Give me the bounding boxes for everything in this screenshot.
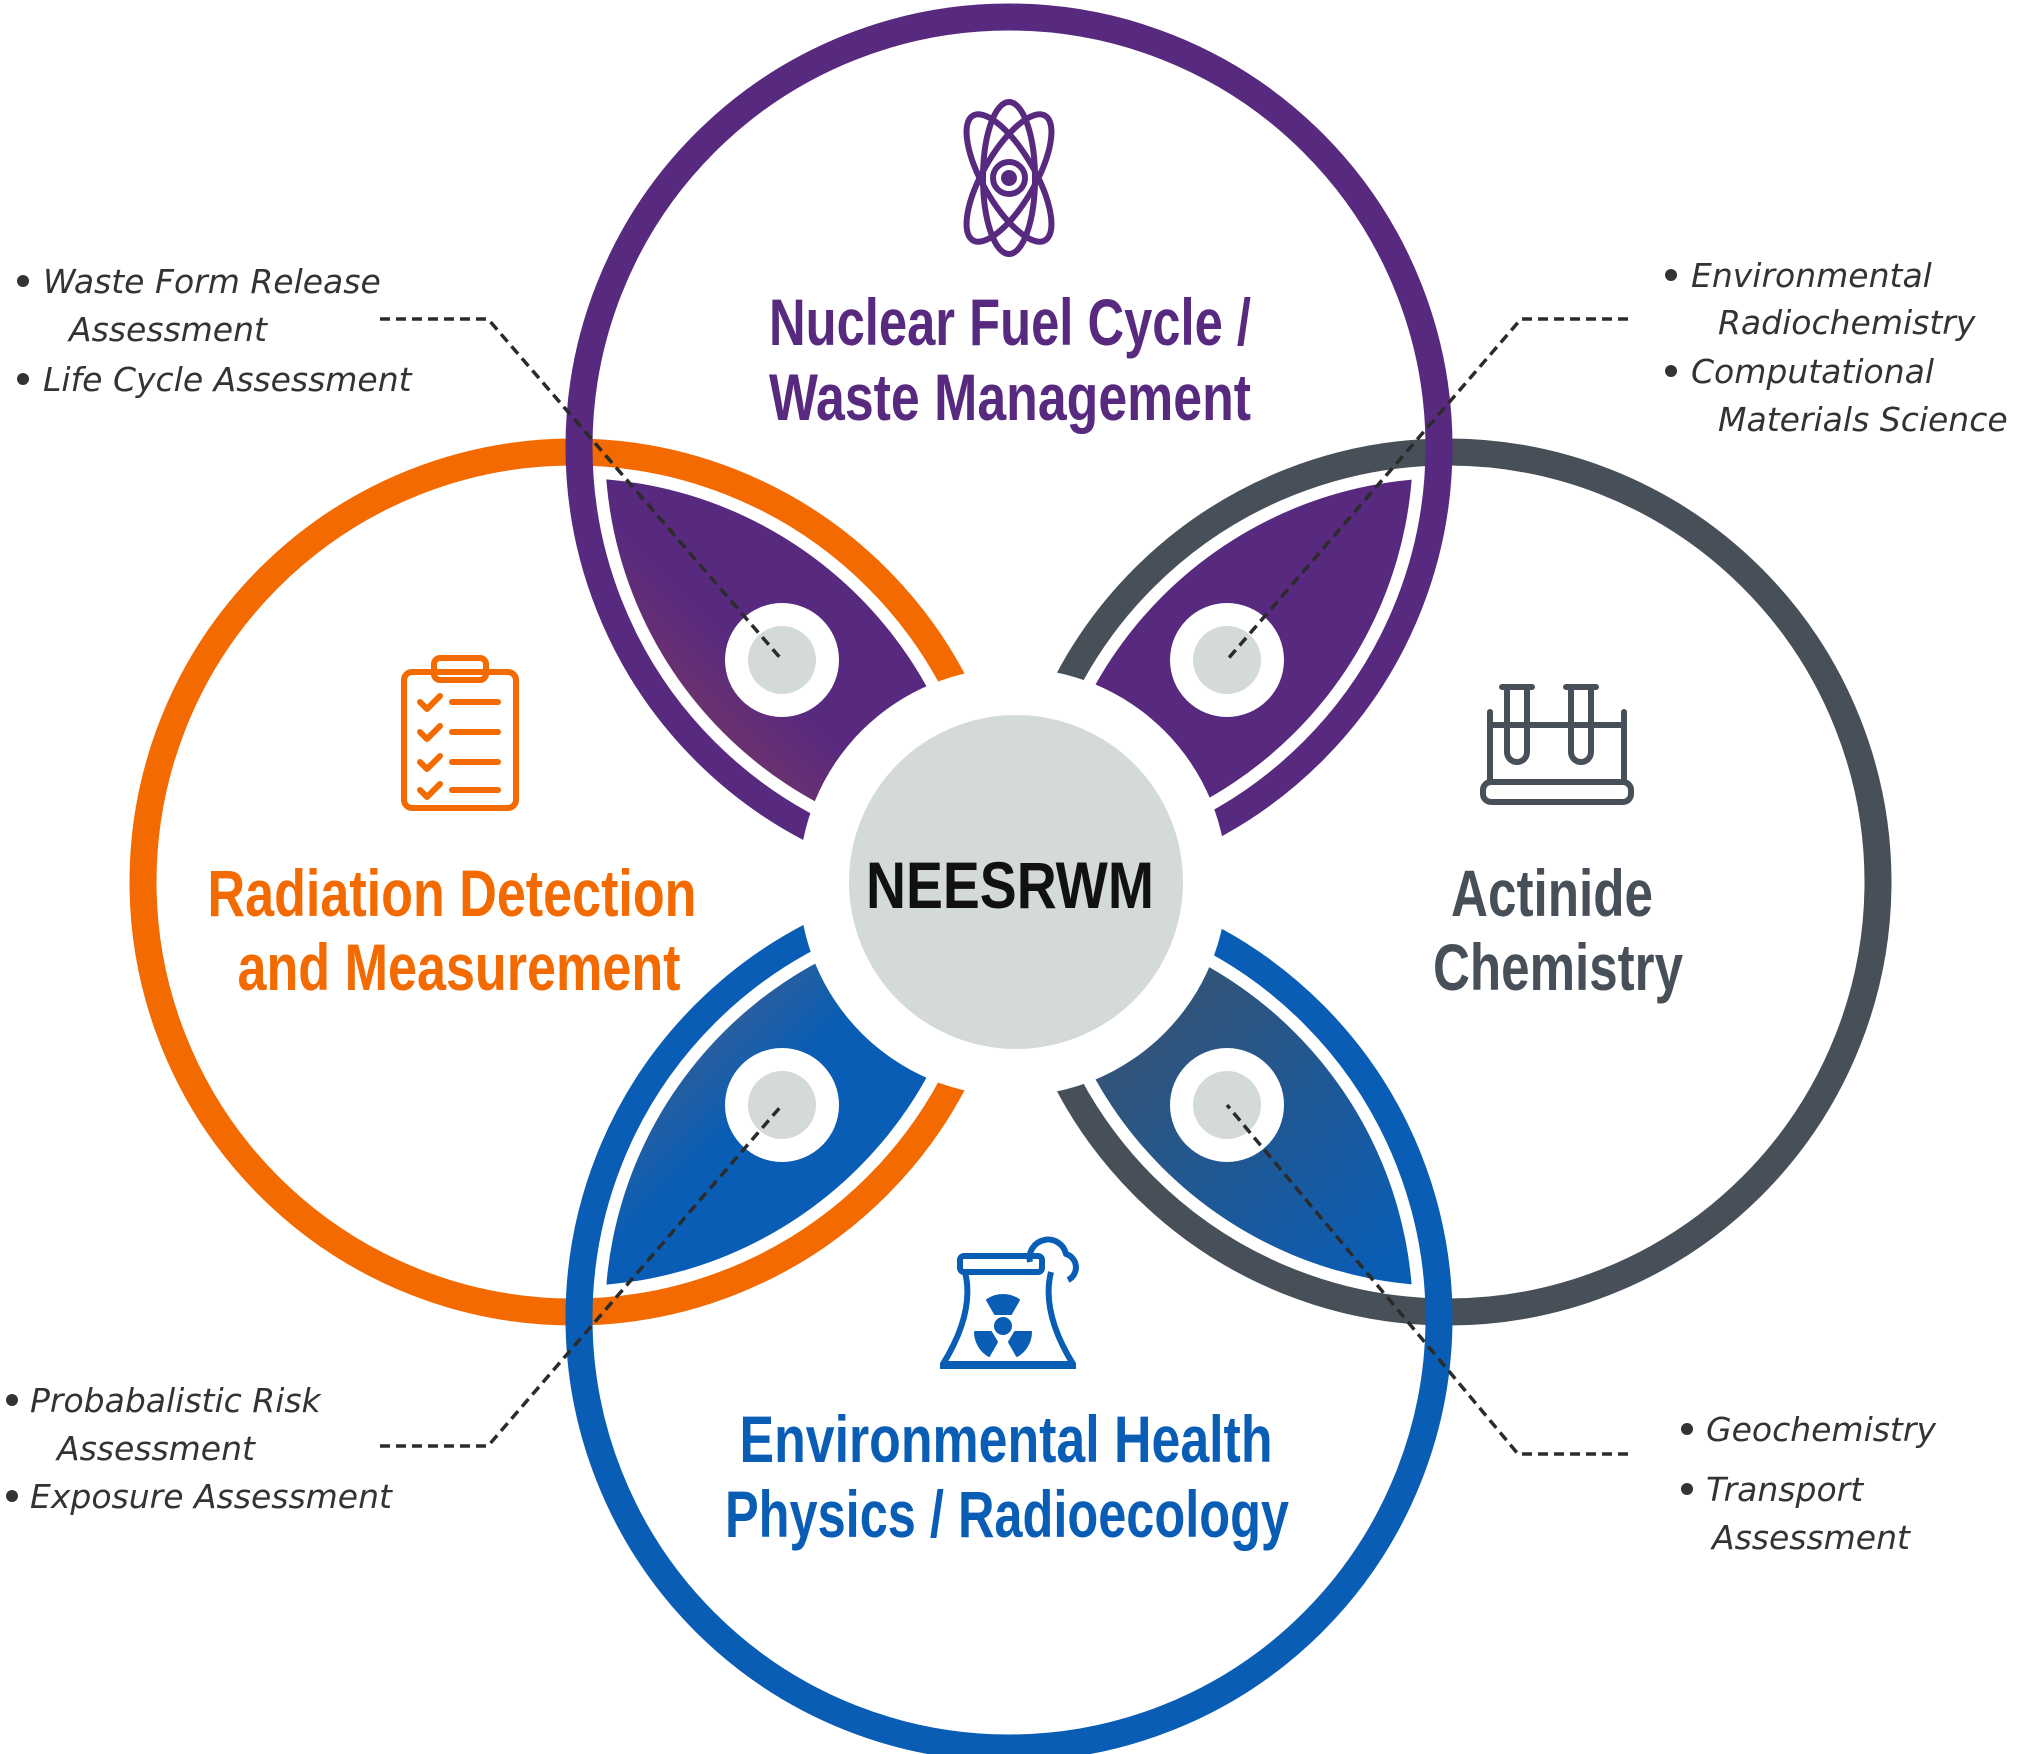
leader-line-bottom-left bbox=[380, 1103, 784, 1448]
note-item: Geochemistry bbox=[1706, 1410, 1936, 1449]
title-actinide-chemistry-line2: Chemistry bbox=[1433, 930, 1683, 1004]
note-item: Computational bbox=[1691, 352, 1934, 391]
notes-top-left: Waste Form Release Assessment Life Cycle… bbox=[17, 262, 413, 399]
leader-line-top-left bbox=[380, 317, 784, 662]
notes-top-right: Environmental Radiochemistry Computation… bbox=[1665, 256, 2008, 439]
note-item: Radiochemistry bbox=[1718, 303, 1976, 342]
nuclear-plant-icon bbox=[940, 1236, 1079, 1369]
petal-dot-top-left bbox=[725, 603, 839, 717]
title-environmental-health-line1: Environmental Health bbox=[740, 1402, 1273, 1476]
title-radiation-detection-line2: and Measurement bbox=[238, 930, 681, 1004]
title-actinide-chemistry-line1: Actinide bbox=[1451, 856, 1653, 930]
petal-dot-top-right bbox=[1170, 603, 1284, 717]
center-disk bbox=[849, 715, 1183, 1049]
note-item: Assessment bbox=[1710, 1518, 1911, 1557]
title-nuclear-fuel-cycle-line2: Waste Management bbox=[769, 360, 1251, 434]
note-item: Transport bbox=[1706, 1470, 1864, 1509]
note-item: Assessment bbox=[67, 310, 268, 349]
clipboard-checklist-icon bbox=[401, 655, 519, 811]
note-item: Environmental bbox=[1691, 256, 1932, 295]
note-item: Materials Science bbox=[1718, 400, 2008, 439]
title-nuclear-fuel-cycle-line1: Nuclear Fuel Cycle / bbox=[769, 285, 1251, 359]
note-item: Waste Form Release bbox=[43, 262, 381, 301]
notes-bottom-right: Geochemistry Transport Assessment bbox=[1681, 1410, 1936, 1557]
test-tubes-icon bbox=[1480, 684, 1634, 805]
leader-line-bottom-right bbox=[1225, 1103, 1628, 1456]
title-radiation-detection-line1: Radiation Detection bbox=[208, 856, 697, 930]
note-item: Probabalistic Risk bbox=[30, 1381, 323, 1420]
center-label: NEESRWM bbox=[866, 848, 1154, 922]
petal-dot-bottom-left bbox=[725, 1048, 839, 1162]
note-item: Life Cycle Assessment bbox=[43, 360, 413, 399]
title-environmental-health-line2: Physics / Radioecology bbox=[725, 1477, 1289, 1551]
leader-line-top-right bbox=[1225, 317, 1628, 662]
atom-icon bbox=[963, 99, 1055, 257]
note-item: Exposure Assessment bbox=[30, 1477, 393, 1516]
note-item: Assessment bbox=[55, 1429, 256, 1468]
notes-bottom-left: Probabalistic Risk Assessment Exposure A… bbox=[6, 1381, 393, 1516]
